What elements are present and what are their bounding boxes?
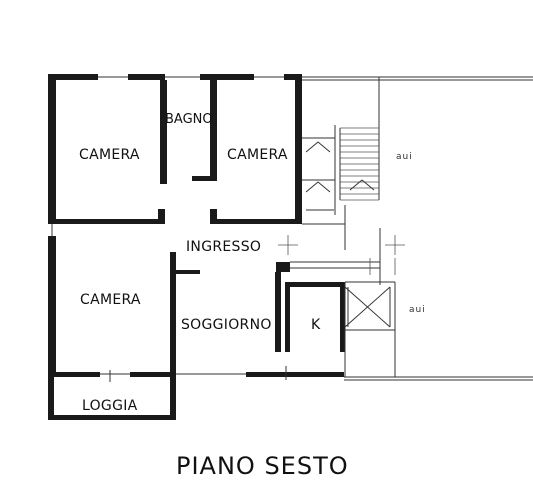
room-label-bagno: BAGNO — [165, 112, 213, 127]
room-label-camera-top-right: CAMERA — [227, 147, 288, 163]
room-label-camera-top-left: CAMERA — [79, 147, 140, 163]
room-label-soggiorno: SOGGIORNO — [181, 317, 272, 333]
courtyard-label-top: aui — [396, 152, 413, 162]
floor-title: PIANO SESTO — [176, 452, 349, 480]
room-label-loggia: LOGGIA — [82, 398, 138, 414]
room-label-camera-bottom-left: CAMERA — [80, 292, 141, 308]
courtyard-label-bottom: aui — [409, 305, 426, 315]
room-label-kitchen: K — [311, 317, 321, 333]
thin-lines — [51, 76, 533, 382]
room-label-ingresso: INGRESSO — [186, 239, 261, 255]
walls — [48, 74, 345, 420]
